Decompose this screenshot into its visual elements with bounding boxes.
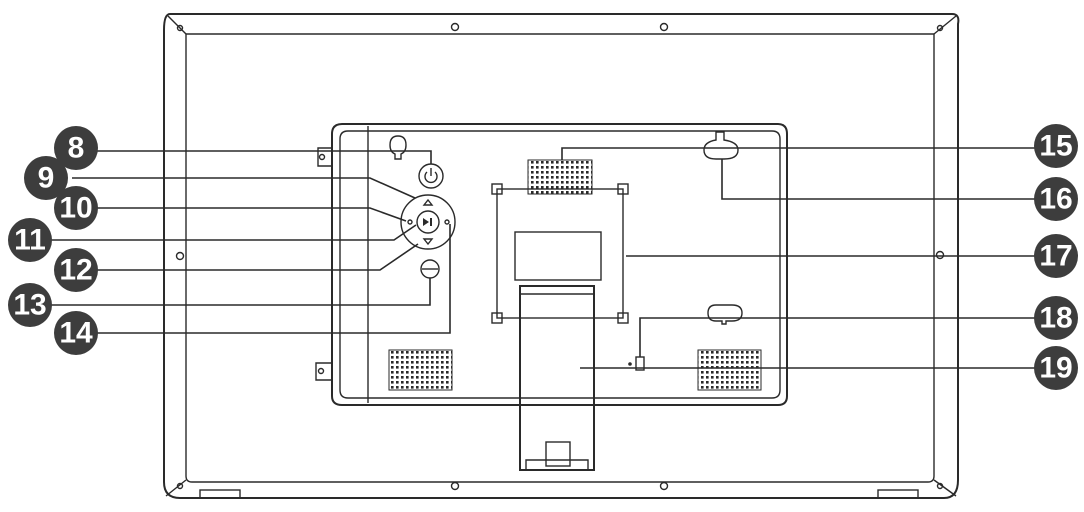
- keyhole-mount-right: [703, 131, 739, 160]
- keyhole-mount-left: [389, 135, 407, 160]
- stand: [519, 285, 595, 471]
- callout-15: 15: [1034, 124, 1078, 168]
- arrow-right-icon: [444, 219, 450, 225]
- power-button[interactable]: [418, 163, 444, 189]
- callout-19-label: 19: [1039, 352, 1072, 385]
- frame-screws: [175, 22, 945, 491]
- callout-11-label: 11: [14, 224, 46, 257]
- callout-13: 13: [8, 283, 52, 327]
- callout-17: 17: [1034, 234, 1078, 278]
- callout-12-label: 12: [59, 254, 92, 287]
- outer-frame: [163, 13, 960, 499]
- callout-16-label: 16: [1039, 183, 1072, 216]
- callout-9-label: 9: [38, 162, 55, 195]
- callout-15-label: 15: [1039, 130, 1072, 163]
- callout-19: 19: [1034, 346, 1078, 390]
- callout-14: 14: [54, 311, 98, 355]
- speaker-grille-right: [697, 349, 762, 391]
- arrow-left-icon: [407, 219, 413, 225]
- keyhole-mount-bottom: [707, 304, 743, 325]
- center-button[interactable]: [416, 210, 440, 234]
- callout-18-label: 18: [1039, 302, 1072, 335]
- callout-10-label: 10: [59, 192, 92, 225]
- dial-button[interactable]: [420, 259, 440, 279]
- callout-17-label: 17: [1039, 240, 1072, 273]
- callout-8-label: 8: [68, 132, 85, 165]
- down-button[interactable]: [422, 238, 434, 246]
- arrow-down-icon: [422, 238, 434, 246]
- leader-lines: [44, 147, 1050, 369]
- arrow-up-icon: [422, 198, 434, 206]
- callout-9: 9: [24, 156, 68, 200]
- callout-11: 11: [8, 218, 52, 262]
- vesa-mount: [491, 183, 629, 324]
- right-button[interactable]: [444, 219, 450, 225]
- navigation-pad: [400, 194, 456, 250]
- left-button[interactable]: [407, 219, 413, 225]
- callout-18: 18: [1034, 296, 1078, 340]
- power-icon: [424, 168, 438, 184]
- back-panel: [315, 123, 788, 406]
- callout-16: 16: [1034, 177, 1078, 221]
- callout-12: 12: [54, 248, 98, 292]
- callout-13-label: 13: [13, 289, 46, 322]
- callout-14-label: 14: [59, 317, 93, 350]
- up-button[interactable]: [422, 198, 434, 206]
- play-pause-icon: [423, 218, 432, 226]
- callout-8: 8: [54, 126, 98, 170]
- speaker-grille-left: [388, 349, 453, 391]
- callout-10: 10: [54, 186, 98, 230]
